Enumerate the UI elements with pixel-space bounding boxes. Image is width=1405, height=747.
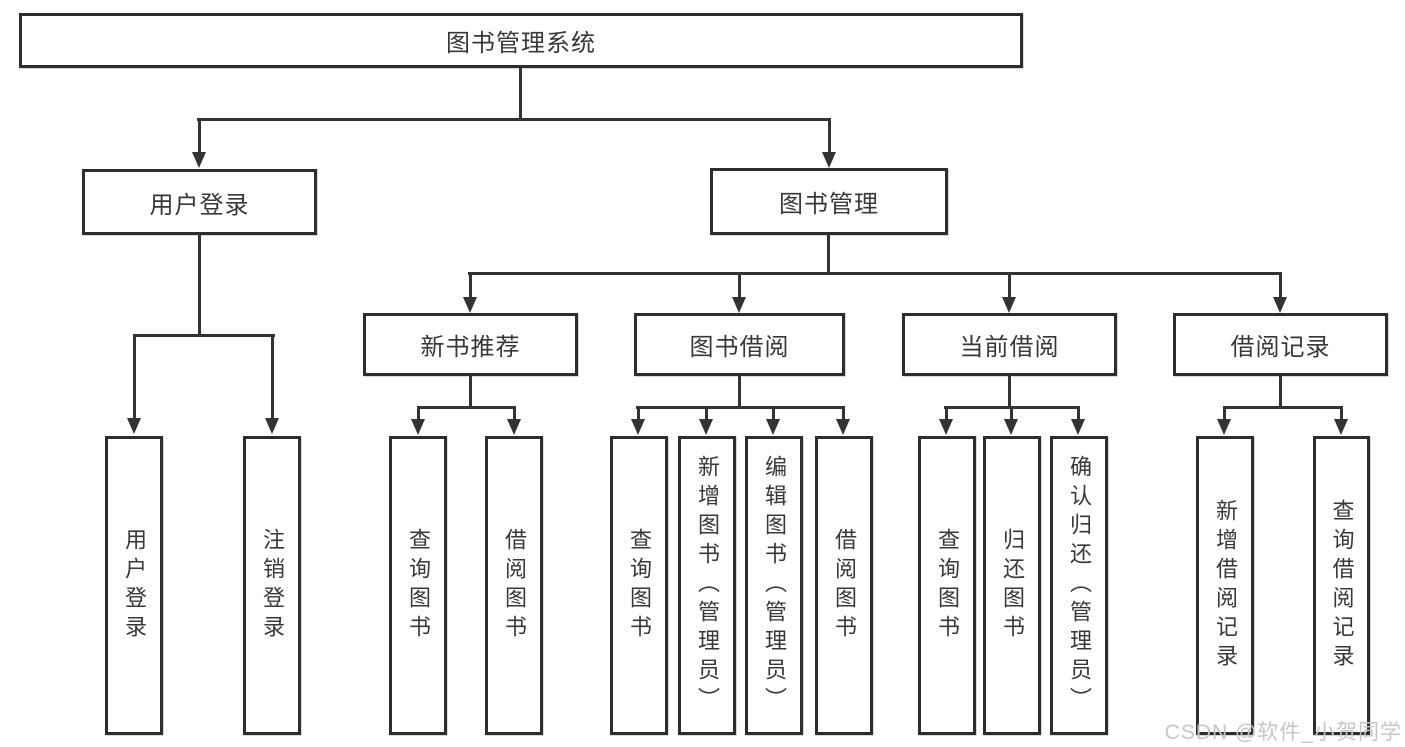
connector-line <box>1008 375 1011 409</box>
arrowhead-icon <box>411 419 425 435</box>
arrowhead-icon <box>1002 297 1016 313</box>
connector-line <box>469 272 472 300</box>
arrowhead-icon <box>265 418 279 434</box>
arrowhead-icon <box>822 152 836 168</box>
connector-line <box>417 406 516 409</box>
node-user-login: 用户登录 <box>82 169 317 235</box>
connector-line <box>772 406 775 422</box>
arrowhead-icon <box>1071 419 1085 435</box>
node-book-management: 图书管理 <box>710 168 948 235</box>
node-label: 编辑图书（管理员） <box>762 455 787 716</box>
connector-line <box>705 406 708 422</box>
node-label: 借阅记录 <box>1230 334 1331 361</box>
arrowhead-icon <box>127 418 141 434</box>
leaf-add-borrow-record: 新增借阅记录 <box>1196 436 1254 735</box>
connector-line <box>738 272 741 300</box>
node-current-borrowing: 当前借阅 <box>902 313 1117 376</box>
node-label: 图书管理系统 <box>446 30 596 57</box>
leaf-edit-book-admin: 编辑图书（管理员） <box>745 436 803 735</box>
leaf-query-books-1: 查询图书 <box>389 436 447 735</box>
arrowhead-icon <box>766 419 780 435</box>
connector-line <box>468 272 1281 275</box>
arrowhead-icon <box>732 297 746 313</box>
connector-line <box>1010 406 1013 422</box>
node-label: 图书借阅 <box>689 334 790 361</box>
connector-line <box>828 118 831 156</box>
connector-line <box>1077 406 1080 422</box>
node-label: 查询图书 <box>627 527 652 644</box>
connector-line <box>945 406 948 422</box>
arrowhead-icon <box>699 419 713 435</box>
node-label: 借阅图书 <box>832 527 857 644</box>
node-label: 借阅图书 <box>502 527 527 644</box>
connector-line <box>519 68 522 121</box>
node-label: 图书管理 <box>779 191 879 218</box>
leaf-return-books: 归还图书 <box>983 436 1041 735</box>
arrowhead-icon <box>463 297 477 313</box>
arrowhead-icon <box>939 419 953 435</box>
connector-line <box>198 234 201 337</box>
connector-line <box>197 118 831 121</box>
csdn-watermark: CSDN @软件_小贺同学 <box>1164 721 1402 744</box>
arrowhead-icon <box>507 419 521 435</box>
node-book-borrowing: 图书借阅 <box>634 313 845 376</box>
leaf-query-borrow-record: 查询借阅记录 <box>1313 436 1370 735</box>
connector-line <box>1340 406 1343 422</box>
node-label: 归还图书 <box>1000 527 1025 644</box>
leaf-user-login: 用户登录 <box>105 436 163 735</box>
leaf-query-books-2: 查询图书 <box>610 436 668 735</box>
connector-line <box>1008 272 1011 300</box>
arrowhead-icon <box>1334 419 1348 435</box>
connector-line <box>1279 375 1282 409</box>
node-label: 用户登录 <box>149 191 250 219</box>
connector-line <box>738 375 741 409</box>
arrowhead-icon <box>836 419 850 435</box>
node-new-book-recommend: 新书推荐 <box>363 313 578 376</box>
leaf-borrow-books-1: 借阅图书 <box>485 436 543 735</box>
node-label: 注销登录 <box>260 527 285 644</box>
node-label: 查询图书 <box>406 527 431 644</box>
arrowhead-icon <box>1273 297 1287 313</box>
leaf-borrow-books-2: 借阅图书 <box>815 436 873 735</box>
connector-line <box>637 406 640 422</box>
node-label: 确认归还（管理员） <box>1067 455 1092 716</box>
node-label: 新增图书（管理员） <box>695 455 720 716</box>
arrowhead-icon <box>631 419 645 435</box>
leaf-confirm-return-admin: 确认归还（管理员） <box>1050 436 1108 735</box>
node-label: 新增借阅记录 <box>1213 498 1238 673</box>
arrowhead-icon <box>192 152 206 168</box>
connector-line <box>636 406 845 409</box>
node-label: 查询借阅记录 <box>1329 498 1355 673</box>
connector-line <box>842 406 845 422</box>
connector-line <box>1223 406 1343 409</box>
connector-line <box>1279 272 1282 300</box>
connector-line <box>827 235 830 275</box>
connector-line <box>469 375 472 409</box>
connector-line <box>513 406 516 422</box>
arrowhead-icon <box>1004 419 1018 435</box>
node-root-system: 图书管理系统 <box>19 13 1023 68</box>
connector-line <box>1223 406 1226 422</box>
node-label: 当前借阅 <box>959 334 1060 361</box>
node-label: 查询图书 <box>935 527 960 644</box>
connector-line <box>133 334 136 420</box>
leaf-logout: 注销登录 <box>243 436 301 735</box>
leaf-add-book-admin: 新增图书（管理员） <box>678 436 736 735</box>
node-label: 新书推荐 <box>420 334 521 361</box>
arrowhead-icon <box>1217 419 1231 435</box>
node-label: 用户登录 <box>122 527 147 644</box>
connector-line <box>133 334 275 337</box>
node-borrowing-records: 借阅记录 <box>1173 313 1388 376</box>
connector-line <box>271 334 274 420</box>
connector-line <box>198 118 201 156</box>
connector-line <box>417 406 420 422</box>
leaf-query-books-3: 查询图书 <box>918 436 976 735</box>
